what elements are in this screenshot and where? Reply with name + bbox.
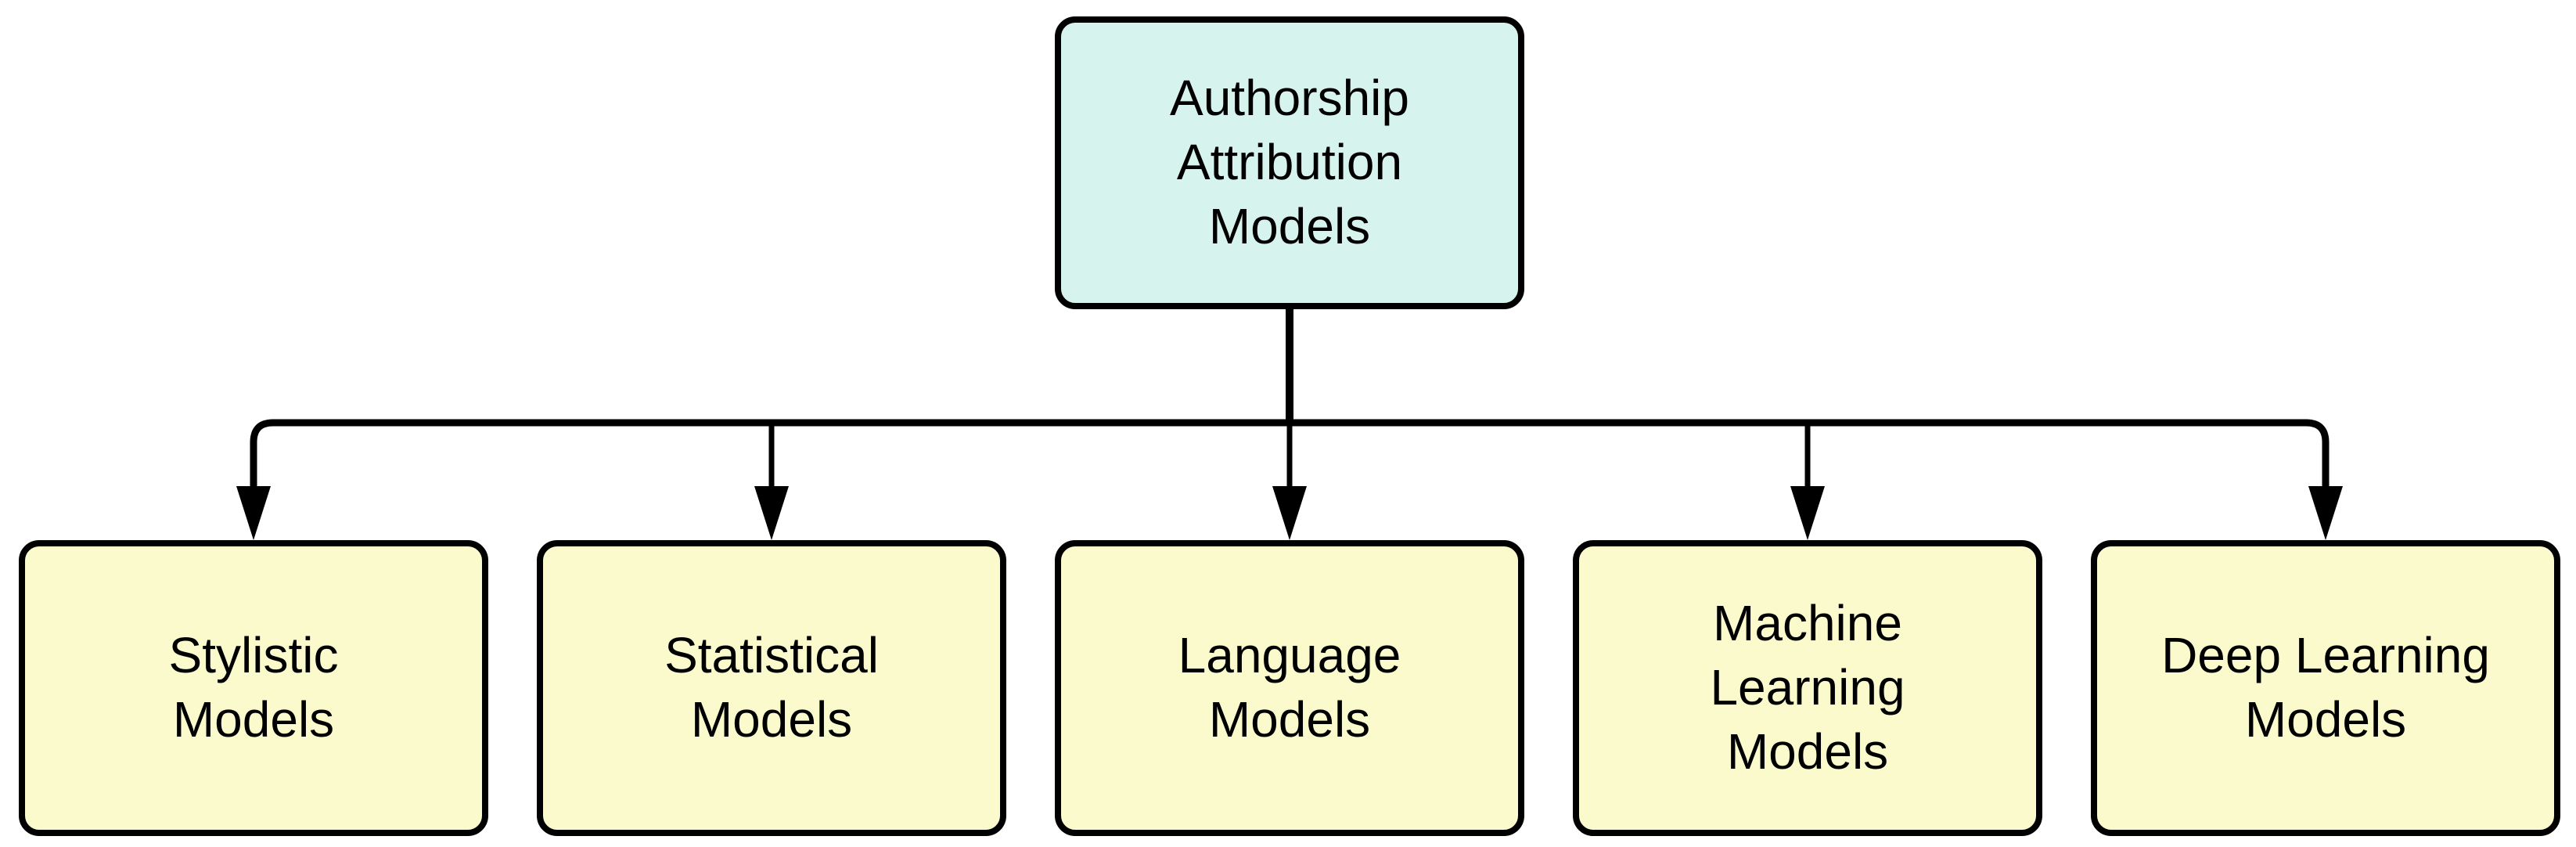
- arrowhead-down-icon: [1790, 486, 1825, 540]
- arrowhead-down-icon: [754, 486, 789, 540]
- node-statistical-models: Statistical Models: [537, 540, 1006, 836]
- node-machine-learning-models: Machine Learning Models: [1573, 540, 2042, 836]
- arrowhead-down-icon: [236, 486, 271, 540]
- arrowhead-down-icon: [2308, 486, 2343, 540]
- arrowhead-down-icon: [1272, 486, 1307, 540]
- node-label: Language Models: [1178, 627, 1401, 748]
- node-authorship-attribution-models: Authorship Attribution Models: [1055, 16, 1524, 309]
- node-language-models: Language Models: [1055, 540, 1524, 836]
- node-label: Deep Learning Models: [2161, 627, 2490, 748]
- node-stylistic-models: Stylistic Models: [19, 540, 488, 836]
- node-label: Statistical Models: [664, 627, 879, 748]
- node-label: Stylistic Models: [168, 627, 339, 748]
- node-label: Authorship Attribution Models: [1170, 70, 1409, 254]
- node-deep-learning-models: Deep Learning Models: [2091, 540, 2560, 836]
- node-label: Machine Learning Models: [1710, 595, 1905, 780]
